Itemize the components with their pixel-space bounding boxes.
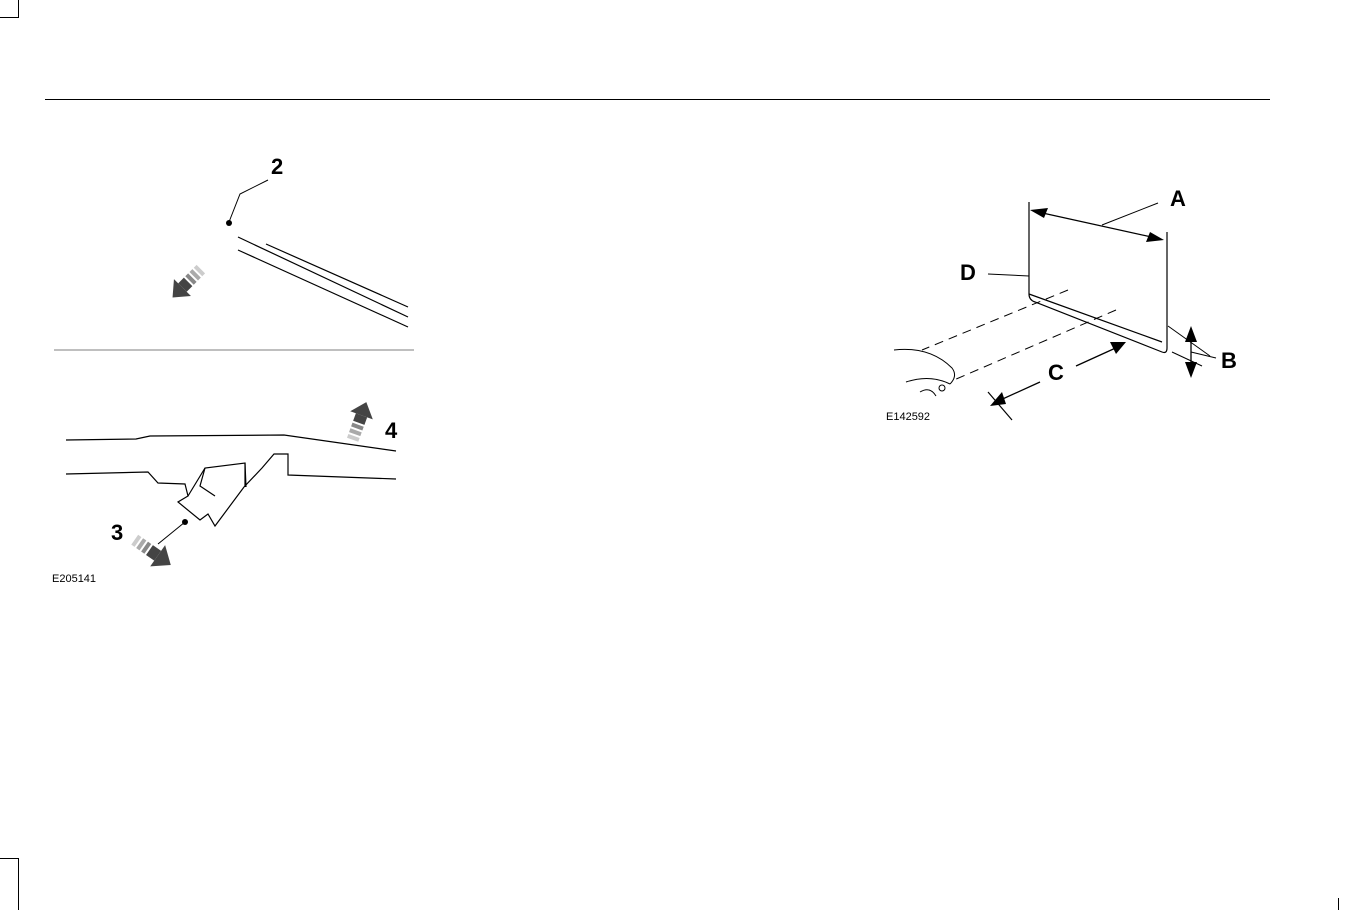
dimension-a xyxy=(1030,203,1164,242)
crop-mark-top-left-h xyxy=(0,17,18,18)
crop-mark-bottom-right xyxy=(1338,898,1339,910)
wiper-dimension-diagram: A D B C E142592 xyxy=(870,170,1250,440)
crop-mark-bottom-left-h xyxy=(0,858,18,859)
callout-4: 4 xyxy=(385,418,398,443)
eye-outline xyxy=(894,349,955,396)
callout-3: 3 xyxy=(111,520,123,545)
arrow-down-right-icon xyxy=(127,529,178,576)
label-b: B xyxy=(1221,348,1237,373)
arrow-down-left-icon xyxy=(164,261,209,306)
header-rule xyxy=(45,99,1270,100)
crop-mark-bottom-left xyxy=(18,858,19,910)
wiper-arm-upper-panel xyxy=(238,237,408,327)
label-d: D xyxy=(960,260,976,285)
wiper-dimension-drawing: A D B C E142592 xyxy=(870,170,1250,440)
callout-2: 2 xyxy=(271,154,283,179)
arrow-up-right-icon xyxy=(341,398,377,444)
callout-2-leader xyxy=(226,180,268,226)
dimension-b xyxy=(1168,326,1216,378)
figure-code-right: E142592 xyxy=(886,411,930,423)
figure-code-left: E205141 xyxy=(52,573,96,585)
wiper-removal-drawing: 2 3 4 xyxy=(40,140,440,600)
crop-mark-top-left xyxy=(18,0,19,18)
callout-3-leader xyxy=(158,519,188,544)
label-c: C xyxy=(1048,360,1064,385)
wiper-removal-illustration: 2 3 4 xyxy=(40,140,440,600)
label-a: A xyxy=(1170,186,1186,211)
leader-d xyxy=(988,274,1029,276)
wiper-clip-lower-panel xyxy=(66,435,396,526)
